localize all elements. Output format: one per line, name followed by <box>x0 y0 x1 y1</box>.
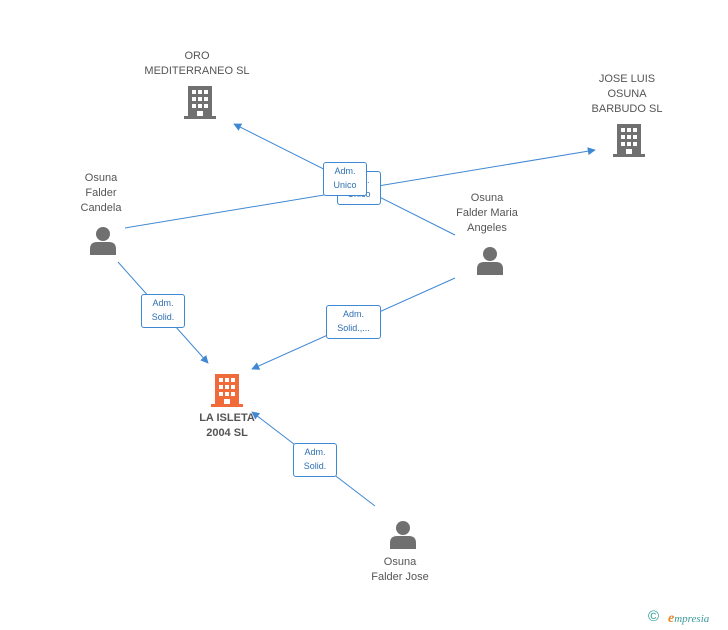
edge-label-adm-unico-front[interactable]: Adm. Unico <box>323 162 367 196</box>
node-jose-luis-osuna-barbudo[interactable]: JOSE LUIS OSUNA BARBUDO SL <box>567 72 687 117</box>
node-label: Osuna Falder Jose <box>350 555 450 585</box>
label-line: LA ISLETA <box>199 412 255 424</box>
edge-label-line: Solid. <box>303 461 327 471</box>
label-line: MEDITERRANEO SL <box>144 65 250 77</box>
edge-label-line: Adm. <box>334 166 356 176</box>
label-line: Falder Jose <box>371 571 429 583</box>
label-line: Osuna <box>84 172 118 184</box>
node-label: Osuna Falder Candela <box>51 171 151 216</box>
node-la-isleta-2004[interactable]: LA ISLETA 2004 SL <box>172 411 282 441</box>
edge-label-line: Adm. <box>342 309 364 319</box>
label-line: BARBUDO SL <box>591 103 663 115</box>
label-line: 2004 SL <box>206 427 248 439</box>
node-label: ORO MEDITERRANEO SL <box>137 49 257 79</box>
node-label: LA ISLETA 2004 SL <box>172 411 282 441</box>
person-icon[interactable] <box>88 225 118 255</box>
copyright-icon: © <box>648 608 660 625</box>
label-line: Falder <box>85 187 117 199</box>
node-label: JOSE LUIS OSUNA BARBUDO SL <box>567 72 687 117</box>
label-line: JOSE LUIS <box>598 73 656 85</box>
node-osuna-falder-maria-angeles[interactable]: Osuna Falder Maria Angeles <box>437 191 537 236</box>
node-osuna-falder-candela[interactable]: Osuna Falder Candela <box>51 171 151 216</box>
edge-label-line: Solid. <box>151 312 175 322</box>
edge-label-line: Solid.,... <box>337 323 370 333</box>
node-oro-mediterraneo[interactable]: ORO MEDITERRANEO SL <box>137 49 257 79</box>
footer-branding: © empresia <box>648 608 728 628</box>
brand-logo[interactable]: empresia <box>668 611 709 627</box>
person-icon[interactable] <box>388 519 418 549</box>
brand-logo-letter: e <box>668 611 675 626</box>
edge-label-line: Adm. <box>152 298 174 308</box>
person-icon[interactable] <box>475 245 505 275</box>
edge-label-line: Unico <box>333 180 357 190</box>
label-line: Angeles <box>467 222 507 234</box>
label-line: Osuna <box>470 192 504 204</box>
edge-label-jose-isleta[interactable]: Adm. Solid. <box>293 443 337 477</box>
label-line: Falder Maria <box>456 207 518 219</box>
building-icon[interactable] <box>613 122 645 158</box>
node-osuna-falder-jose[interactable]: Osuna Falder Jose <box>350 555 450 585</box>
label-line: OSUNA <box>607 88 647 100</box>
edge-label-line: Adm. <box>304 447 326 457</box>
edge-label-maria-isleta[interactable]: Adm. Solid.,... <box>326 305 381 339</box>
label-line: Candela <box>80 202 122 214</box>
main-company-building-icon[interactable] <box>211 372 243 408</box>
brand-logo-text: mpresia <box>674 613 710 625</box>
label-line: ORO <box>184 50 210 62</box>
building-icon[interactable] <box>184 84 216 120</box>
edge-label-candela-isleta[interactable]: Adm. Solid. <box>141 294 185 328</box>
node-label: Osuna Falder Maria Angeles <box>437 191 537 236</box>
label-line: Osuna <box>383 556 417 568</box>
